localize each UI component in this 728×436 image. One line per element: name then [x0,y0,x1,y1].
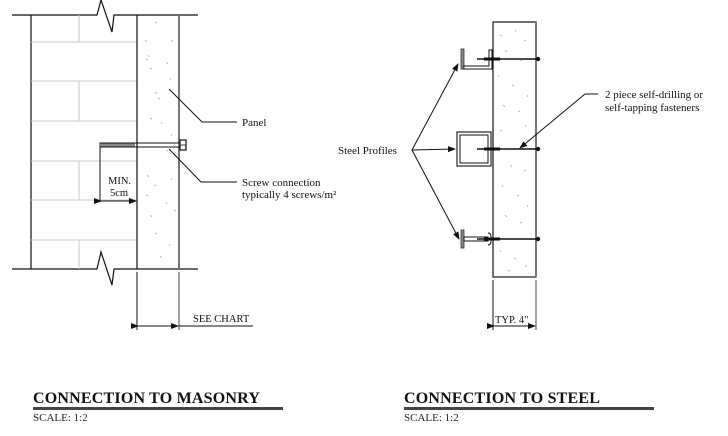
break-line-top-2 [100,0,198,33]
panel-speckle-steel [497,29,529,272]
screw-leader [168,148,237,183]
panel-thickness-dimension-steel [487,280,537,330]
steel-detail: Steel Profiles 2 piece self-drilling or … [338,21,703,330]
fastener-bottom [477,236,541,242]
masonry-detail: MIN. 5cm Panel Screw connection typicall… [12,0,337,330]
fastener-label-line2: self-tapping fasteners [605,102,699,114]
min-value-label: 5cm [110,188,128,199]
panel-thickness-dimension [131,272,253,330]
screw-label-line2: typically 4 screws/m² [242,189,337,201]
concrete-panel [136,15,180,269]
masonry-wall [30,15,137,269]
fastener-leader [519,93,598,149]
masonry-title: CONNECTION TO MASONRY [33,390,261,407]
fastener-label-line1: 2 piece self-drilling or [605,89,703,101]
panel-label: Panel [242,117,266,129]
break-line-top [12,0,102,16]
steel-profiles-leaders [411,63,460,240]
steel-title-rule [404,407,654,410]
break-line-bottom [12,249,198,286]
steel-angle-top [460,48,493,70]
see-chart-label: SEE CHART [193,314,250,325]
masonry-title-rule [33,407,283,410]
steel-profiles-label: Steel Profiles [338,145,397,157]
fastener-middle [477,146,541,152]
typ-thickness-label: TYP. 4" [495,315,528,326]
steel-title: CONNECTION TO STEEL [404,390,601,407]
min-label: MIN. [108,176,131,187]
fastener-top [477,56,541,62]
min-embed-dimension [94,147,137,204]
screw-label-line1: Screw connection [242,177,321,189]
panel-leader [168,88,237,123]
screw [99,139,187,151]
masonry-scale: SCALE: 1:2 [33,412,88,424]
panel-speckle [144,21,177,259]
steel-scale: SCALE: 1:2 [404,412,459,424]
